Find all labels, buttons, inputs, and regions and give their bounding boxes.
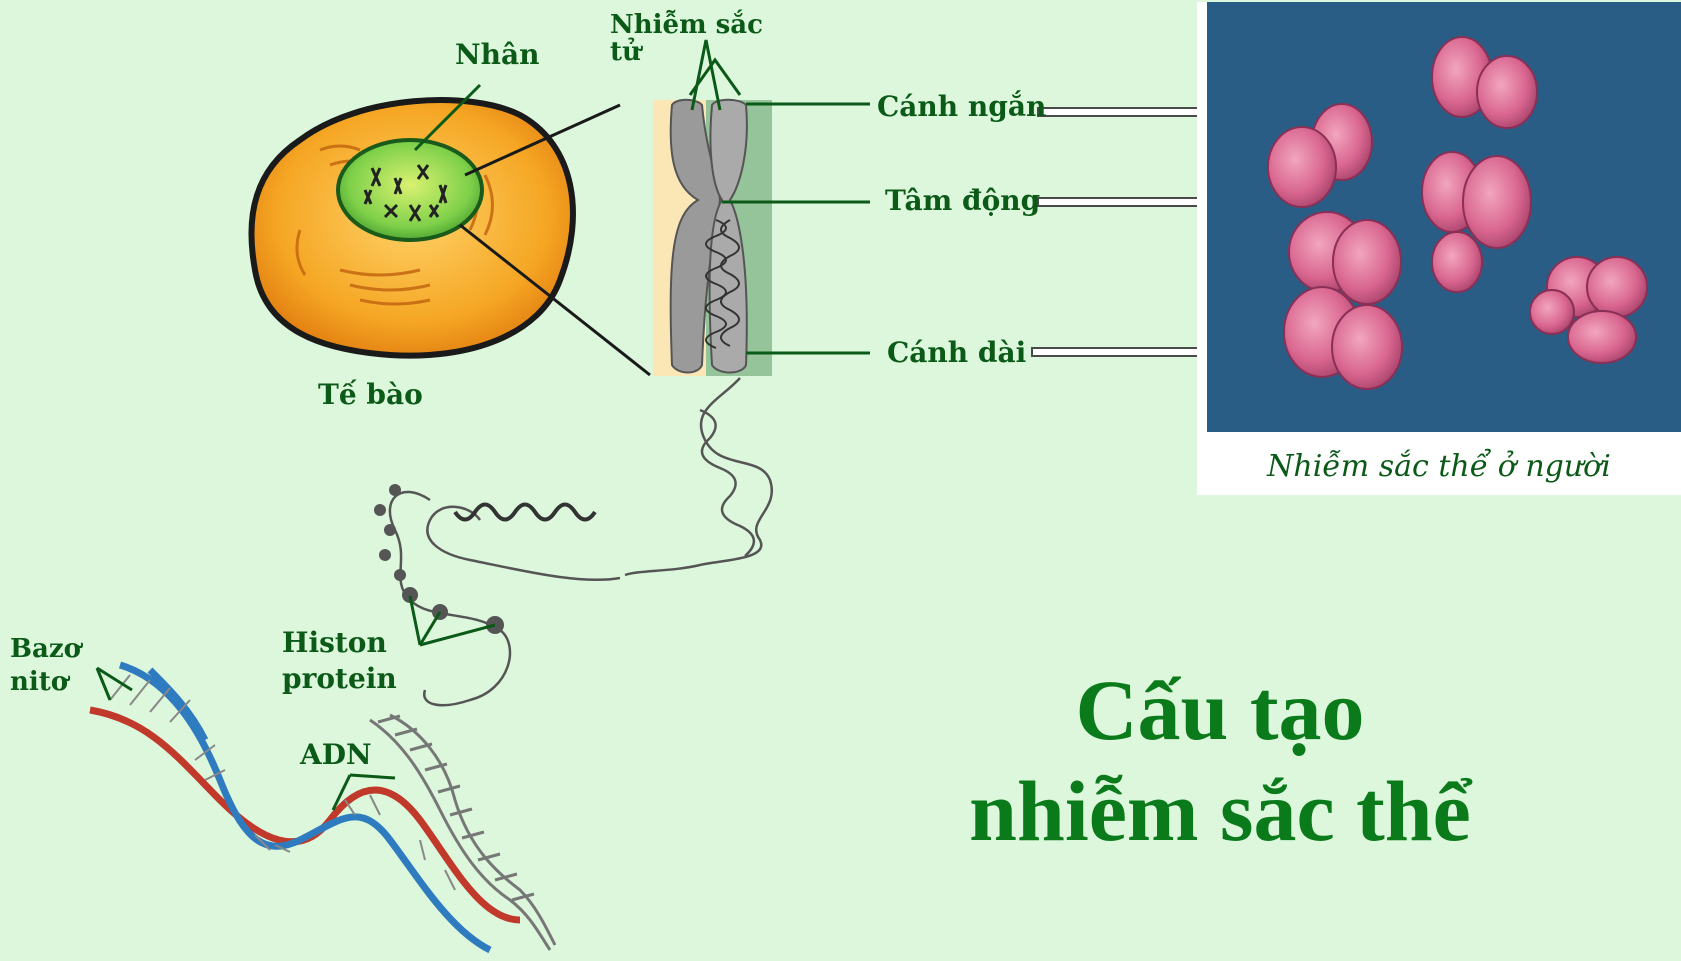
label-nitrogen-base: Bazơ nitơ xyxy=(10,633,90,698)
title-line-1: Cấu tạo xyxy=(930,660,1510,761)
photo-caption: Nhiễm sắc thể ở người xyxy=(1197,449,1681,484)
cell-illustration xyxy=(251,100,573,356)
label-histone-protein: Histon protein xyxy=(282,625,427,698)
label-dna: ADN xyxy=(300,740,372,769)
label-chromatid: Nhiễm sắc tử xyxy=(610,12,775,67)
label-cell: Tế bào xyxy=(318,380,423,409)
label-nucleus: Nhân xyxy=(455,40,539,69)
chromosome-photo-panel: Nhiễm sắc thể ở người xyxy=(1197,2,1681,495)
chromatin-fiber xyxy=(390,378,772,705)
title-line-2: nhiễm sắc thể xyxy=(930,761,1510,862)
human-chromosome-photo xyxy=(1207,2,1681,432)
label-long-arm: Cánh dài xyxy=(887,338,1026,367)
chromosome-illustration xyxy=(653,40,772,376)
slide-title: Cấu tạo nhiễm sắc thể xyxy=(930,660,1510,863)
label-centromere: Tâm động xyxy=(885,186,1040,215)
label-short-arm: Cánh ngắn xyxy=(877,92,1046,121)
